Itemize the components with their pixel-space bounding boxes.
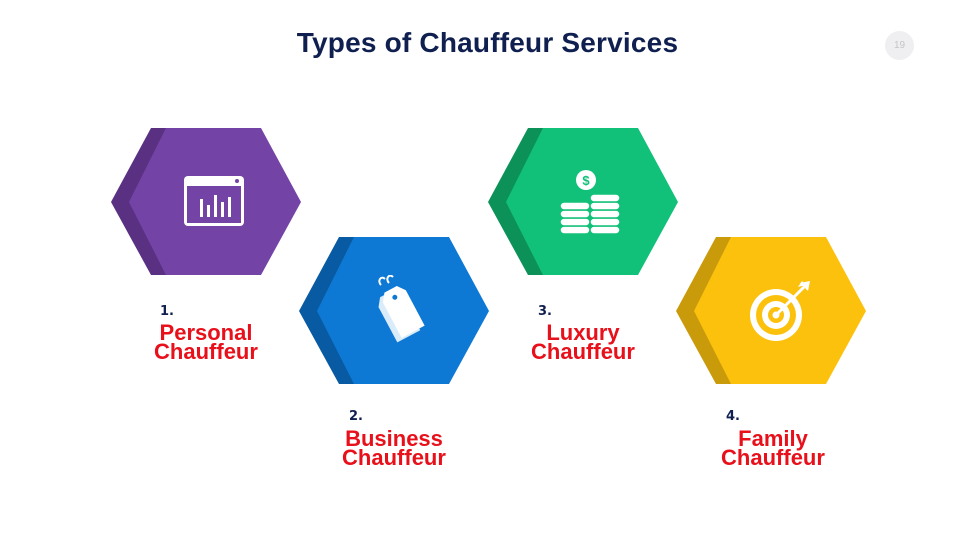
hexagon-luxury-chauffeur: $ xyxy=(488,128,678,278)
item-2-label: Business Chauffeur xyxy=(314,426,474,470)
page-number-badge: 19 xyxy=(885,31,914,60)
item-3-label: Luxury Chauffeur xyxy=(503,320,663,364)
item-2-label-line2: Chauffeur xyxy=(342,445,446,470)
item-3-label-line1: Luxury xyxy=(546,320,620,345)
item-1-label-line2: Chauffeur xyxy=(154,339,258,364)
item-4-label-line2: Chauffeur xyxy=(721,445,825,470)
hexagon-business-chauffeur xyxy=(299,237,489,387)
coin-stacks-icon: $ xyxy=(559,170,621,235)
item-2-label-line1: Business xyxy=(345,426,443,451)
target-arrow-icon xyxy=(750,281,810,341)
item-1-number: 1. xyxy=(160,304,174,319)
item-3-number: 3. xyxy=(538,304,552,319)
item-4-label: Family Chauffeur xyxy=(693,426,853,470)
item-4-number: 4. xyxy=(726,409,740,424)
item-1-label: Personal Chauffeur xyxy=(126,320,286,364)
price-tag-icon xyxy=(378,275,425,343)
hexagon-family-chauffeur xyxy=(676,237,866,387)
item-4-label-line1: Family xyxy=(738,426,808,451)
item-3-label-line2: Chauffeur xyxy=(531,339,635,364)
hexagon-personal-chauffeur xyxy=(111,128,301,278)
item-1-label-line1: Personal xyxy=(159,320,253,345)
item-2-number: 2. xyxy=(349,409,363,424)
svg-text:$: $ xyxy=(582,173,590,188)
browser-chart-icon xyxy=(184,176,244,226)
slide-title: Types of Chauffeur Services xyxy=(296,27,679,58)
